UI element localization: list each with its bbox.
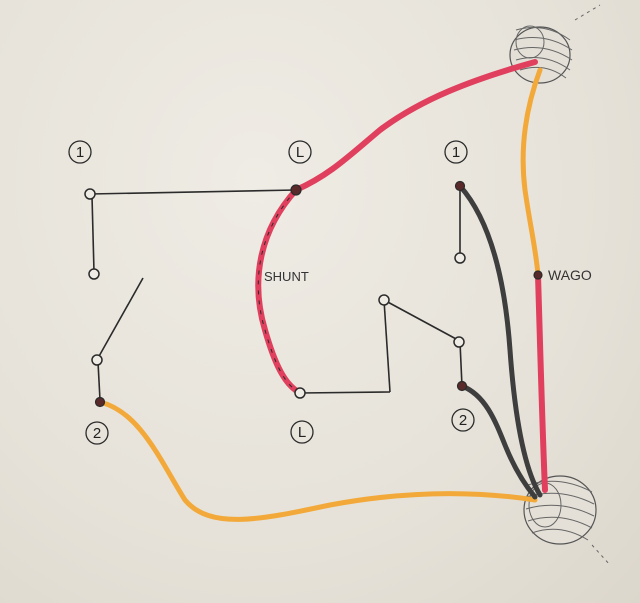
right-terminal-L <box>294 387 306 399</box>
left-terminal-contact <box>88 268 100 280</box>
wago-label: WAGO <box>548 267 592 283</box>
svg-text:L: L <box>296 144 304 161</box>
left-terminal-2 <box>94 396 106 408</box>
right-terminal-contact <box>454 252 466 264</box>
left-terminal-L <box>290 184 302 196</box>
dark-wire-1 <box>457 183 543 498</box>
label-left-2: 2 <box>85 421 109 445</box>
orange-wire-top <box>520 67 543 278</box>
shunt-label: SHUNT <box>264 269 309 284</box>
right-terminal-1 <box>454 180 466 192</box>
left-switch <box>84 184 302 408</box>
right-terminal-contact-2 <box>453 336 465 348</box>
label-right-2: 2 <box>451 408 475 432</box>
right-switch <box>294 180 468 399</box>
label-right-L: L <box>290 420 314 444</box>
red-line-wire-top <box>293 59 538 193</box>
bottom-connector-coil <box>523 475 611 566</box>
svg-text:2: 2 <box>459 412 467 429</box>
orange-traveler-wire <box>97 399 538 522</box>
red-wago-wire <box>535 272 548 493</box>
svg-text:1: 1 <box>452 144 460 161</box>
svg-text:2: 2 <box>93 425 101 442</box>
dark-wire-2 <box>459 383 538 500</box>
right-terminal-pivot <box>378 294 390 306</box>
left-terminal-1 <box>84 188 96 200</box>
red-shunt-wire <box>255 187 303 396</box>
left-terminal-pivot <box>91 354 103 366</box>
svg-text:1: 1 <box>76 144 84 161</box>
top-connector-coil <box>509 4 601 84</box>
right-terminal-2 <box>456 380 468 392</box>
label-left-L: L <box>288 140 312 164</box>
label-left-1: 1 <box>68 140 92 164</box>
wago-junction <box>533 270 543 280</box>
svg-text:L: L <box>298 424 306 441</box>
label-right-1: 1 <box>444 140 468 164</box>
